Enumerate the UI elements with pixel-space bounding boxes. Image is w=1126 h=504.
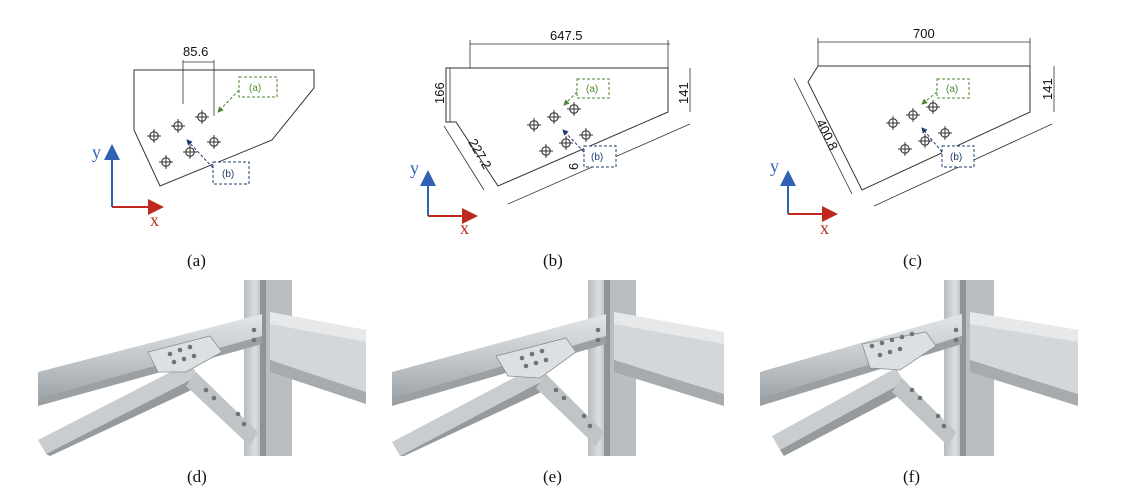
panel-c-drawing: 700 141 400.8 (a) (b) y x bbox=[770, 26, 1055, 238]
dimension-top-c: 700 bbox=[913, 26, 935, 41]
dimension-diagonal-c: 400.8 bbox=[813, 117, 841, 153]
callout-upper-box-b bbox=[576, 78, 610, 99]
dimension-top-a: 85.6 bbox=[183, 44, 208, 59]
dimension-right-b: 141 bbox=[676, 82, 691, 104]
panel-caption-d: (d) bbox=[187, 467, 207, 486]
y-axis-label-b: y bbox=[410, 158, 419, 178]
gusset-plate-outline bbox=[445, 67, 669, 187]
callout-lower-label-a: (b) bbox=[222, 169, 234, 180]
panel-caption-e: (e) bbox=[543, 467, 562, 486]
dimension-right-c: 141 bbox=[1040, 78, 1055, 100]
callout-upper-label-c: (a) bbox=[946, 84, 958, 95]
callout-upper-box-c bbox=[936, 78, 970, 99]
dimension-diagonal-b: 227.2 bbox=[465, 136, 494, 172]
dimension-small-b: 6 bbox=[566, 163, 581, 170]
bolt-group-b bbox=[527, 102, 593, 158]
x-axis-label-c: x bbox=[820, 218, 829, 238]
panel-a-drawing: 85.6 (a) (b) y x bbox=[92, 44, 315, 230]
y-axis-label-a: y bbox=[92, 142, 101, 162]
gusset-plate-outline bbox=[133, 69, 315, 187]
panel-caption-a: (a) bbox=[187, 251, 206, 270]
panel-b-drawing: 647.5 166 141 227.2 6 (a) (b) y x bbox=[410, 28, 691, 238]
callout-upper-box-a bbox=[238, 76, 278, 98]
callout-lower-label-b: (b) bbox=[591, 152, 603, 163]
render-panel-f bbox=[760, 280, 1078, 456]
render-panel-e bbox=[392, 280, 724, 456]
gusset-plate-outline bbox=[807, 65, 1031, 191]
panel-caption-c: (c) bbox=[903, 251, 922, 270]
x-axis-label-b: x bbox=[460, 218, 469, 238]
callout-lower-label-c: (b) bbox=[950, 152, 962, 163]
callout-lower-box-b bbox=[583, 145, 617, 168]
bolt-group-a bbox=[147, 110, 221, 169]
dimension-left-b: 166 bbox=[432, 82, 447, 104]
y-axis-label-c: y bbox=[770, 156, 779, 176]
panel-caption-f: (f) bbox=[903, 467, 920, 486]
callout-upper-label-b: (a) bbox=[586, 84, 598, 95]
panel-caption-b: (b) bbox=[543, 251, 563, 270]
render-panel-d bbox=[38, 280, 366, 456]
callout-lower-box-c bbox=[941, 145, 975, 168]
callout-upper-label-a: (a) bbox=[249, 83, 261, 94]
gusset-plate bbox=[147, 335, 223, 373]
gusset-plate bbox=[495, 337, 577, 379]
callout-lower-box-a bbox=[212, 161, 250, 185]
x-axis-label-a: x bbox=[150, 210, 159, 230]
dimension-top-b: 647.5 bbox=[550, 28, 583, 43]
